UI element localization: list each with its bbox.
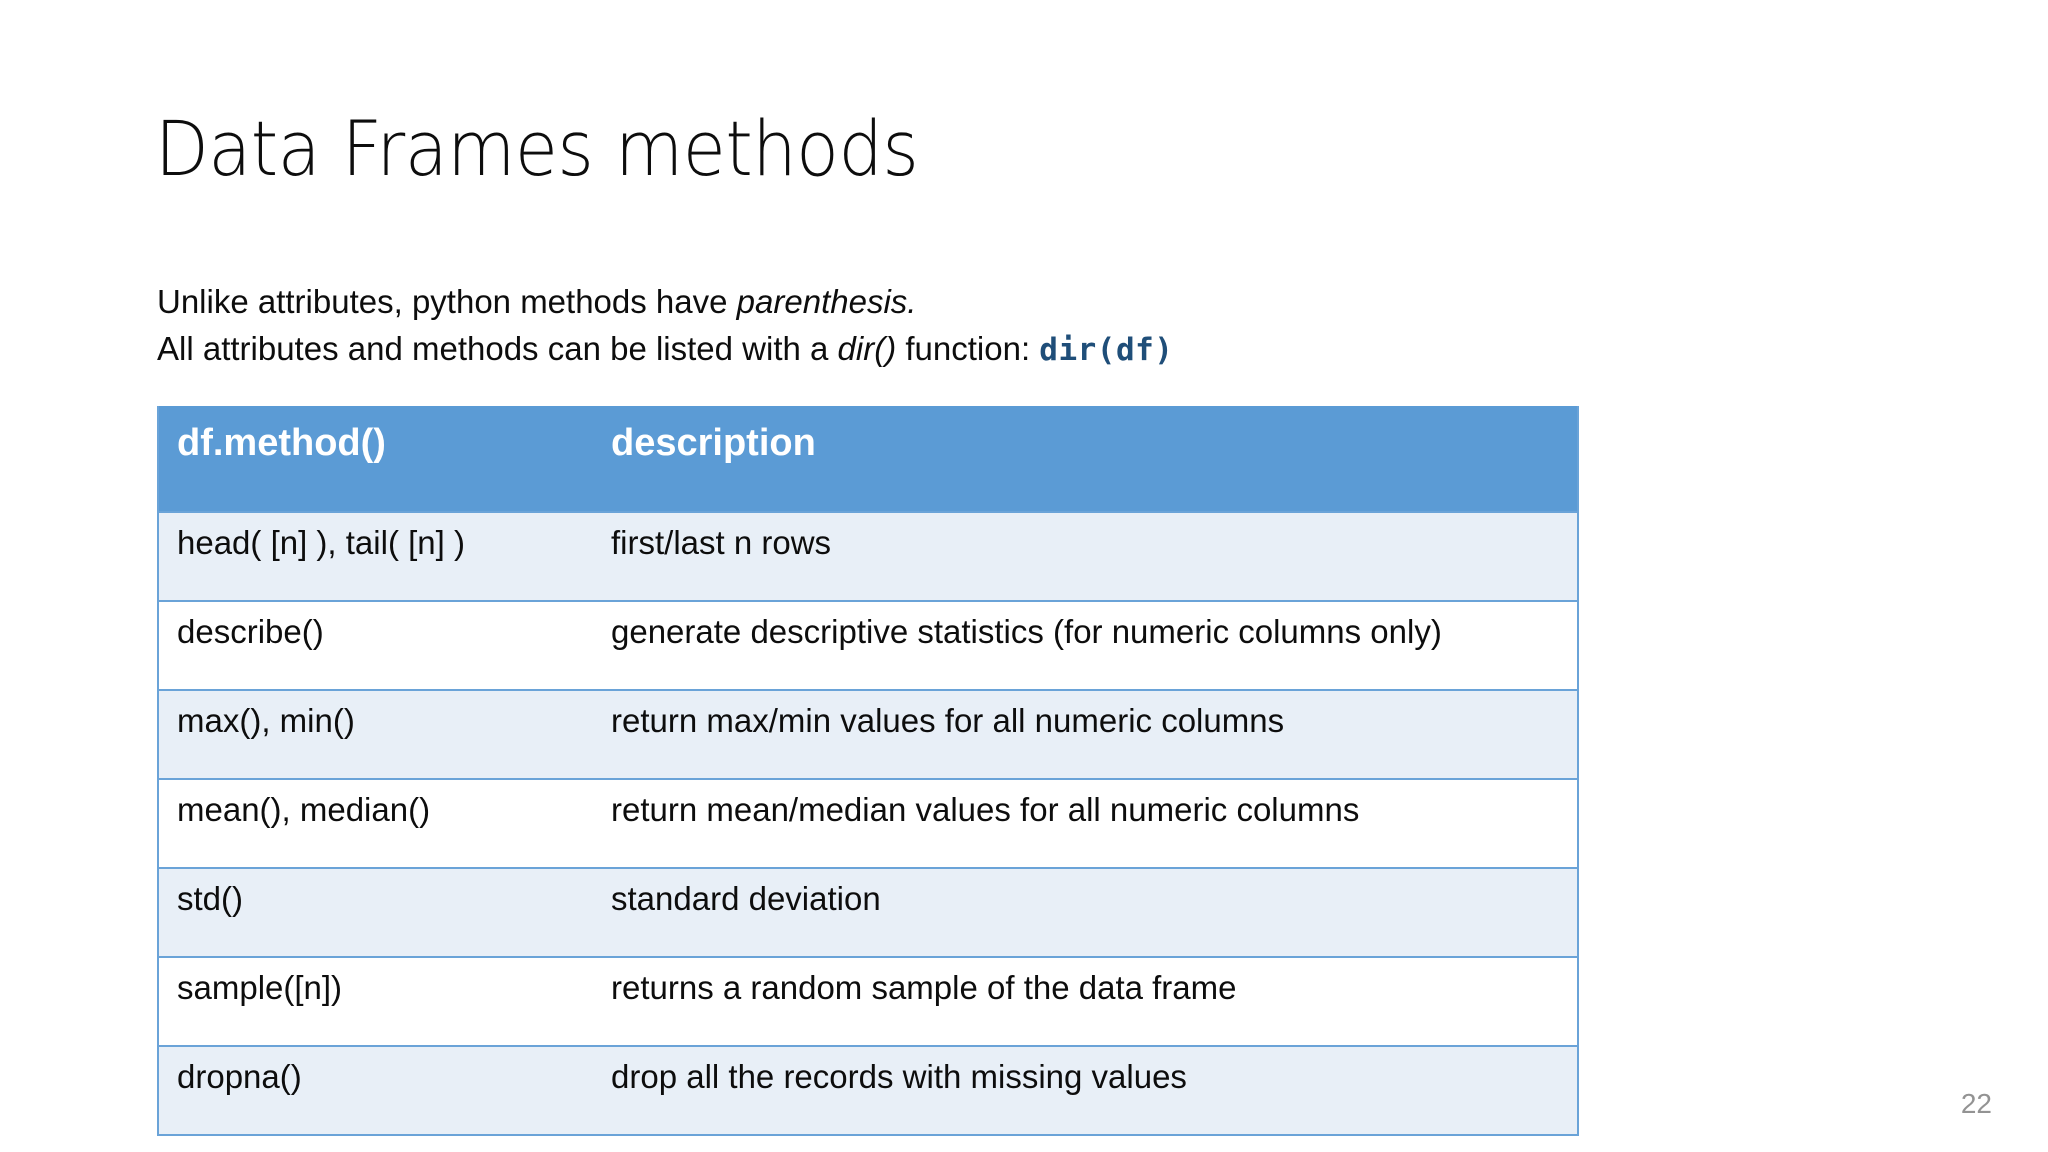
cell-description: standard deviation <box>593 867 1578 957</box>
intro-line-2: All attributes and methods can be listed… <box>157 325 1173 374</box>
column-header-method: df.method() <box>158 406 593 512</box>
table-row: describe() generate descriptive statisti… <box>158 600 1578 690</box>
cell-method: std() <box>158 867 593 957</box>
cell-description: generate descriptive statistics (for num… <box>593 600 1578 690</box>
cell-description: drop all the records with missing values <box>593 1045 1578 1136</box>
cell-method: describe() <box>158 600 593 690</box>
dataframe-methods-table: df.method() description head( [n] ), tai… <box>157 406 1579 1136</box>
table-row: std() standard deviation <box>158 867 1578 957</box>
cell-description: returns a random sample of the data fram… <box>593 956 1578 1046</box>
table-row: max(), min() return max/min values for a… <box>158 689 1578 779</box>
intro-paragraph: Unlike attributes, python methods have p… <box>157 278 1173 374</box>
cell-description: first/last n rows <box>593 511 1578 601</box>
table-row: head( [n] ), tail( [n] ) first/last n ro… <box>158 511 1578 601</box>
table-header-row: df.method() description <box>158 406 1578 512</box>
table-row: dropna() drop all the records with missi… <box>158 1045 1578 1136</box>
cell-method: mean(), median() <box>158 778 593 868</box>
cell-description: return max/min values for all numeric co… <box>593 689 1578 779</box>
table-row: sample([n]) returns a random sample of t… <box>158 956 1578 1046</box>
cell-method: head( [n] ), tail( [n] ) <box>158 511 593 601</box>
page-title: Data Frames methods <box>155 104 919 193</box>
intro-line-2-text-tail: function: <box>896 330 1040 367</box>
intro-line-2-text: All attributes and methods can be listed… <box>157 330 838 367</box>
dir-df-code-snippet: dir(df) <box>1039 332 1174 368</box>
intro-line-1-text: Unlike attributes, python methods have <box>157 283 737 320</box>
cell-method: dropna() <box>158 1045 593 1136</box>
intro-line-1: Unlike attributes, python methods have p… <box>157 278 1173 325</box>
page-number: 22 <box>1960 1088 1992 1119</box>
table-row: mean(), median() return mean/median valu… <box>158 778 1578 868</box>
cell-method: max(), min() <box>158 689 593 779</box>
cell-description: return mean/median values for all numeri… <box>593 778 1578 868</box>
intro-line-1-emphasis: parenthesis. <box>736 283 917 320</box>
cell-method: sample([n]) <box>158 956 593 1046</box>
column-header-description: description <box>593 406 1578 512</box>
intro-line-2-emphasis: dir() <box>837 330 897 367</box>
